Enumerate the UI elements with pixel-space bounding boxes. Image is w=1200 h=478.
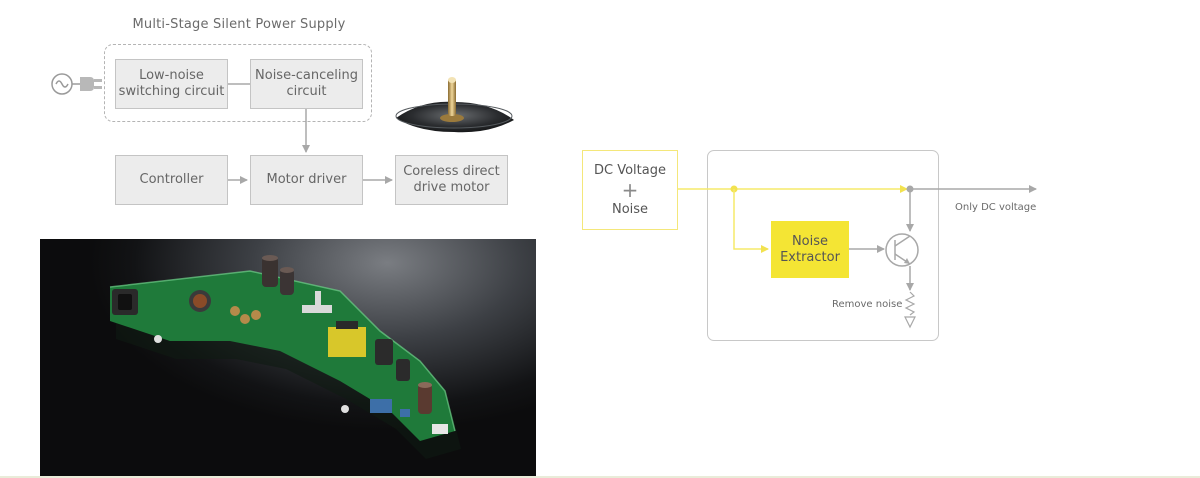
low-noise-switching-circuit-box: Low-noise switching circuit [115,59,228,109]
pcb-photo [40,239,536,478]
resistor-icon [904,291,916,316]
only-dc-voltage-label: Only DC voltage [955,202,1037,213]
dc-voltage-noise-input-box: DC Voltage + Noise [582,150,678,230]
signal-line-to-extractor [733,189,769,253]
silent-power-supply-group [104,44,372,122]
ground-icon [904,316,916,329]
motor-image [395,77,514,133]
noise-canceling-circuit-box: Noise-canceling circuit [250,59,363,109]
dc-voltage-label: DC Voltage [594,163,666,178]
circuit-board-illustration [109,255,461,459]
bottom-divider [0,476,1200,478]
plug-icon [80,77,102,91]
controller-box: Controller [115,155,228,205]
transistor-icon [885,233,919,267]
power-diagram-connectors [228,83,393,184]
remove-noise-label: Remove noise [832,299,903,310]
plus-sign: + [621,178,639,202]
motor-driver-box: Motor driver [250,155,363,205]
power-diagram-title: Multi-Stage Silent Power Supply [132,17,346,32]
noise-extractor-box: Noise Extractor [771,221,849,278]
coreless-motor-box: Coreless direct drive motor [395,155,508,205]
noise-label: Noise [611,202,649,217]
ac-power-icon [51,73,102,95]
